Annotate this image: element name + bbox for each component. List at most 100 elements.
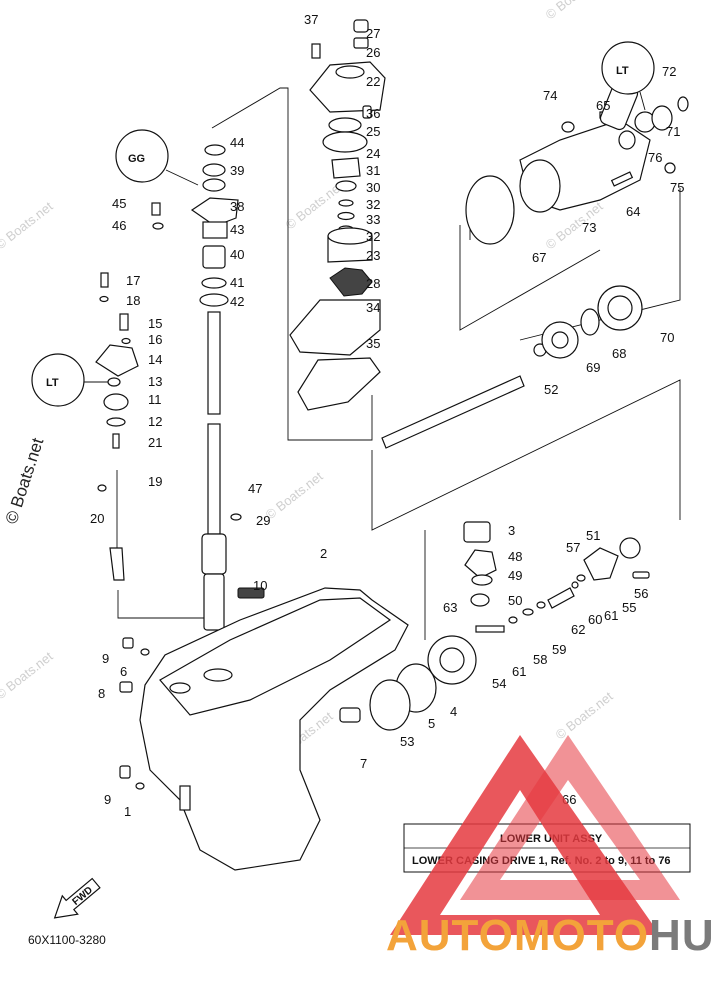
part-number-label: 48 (508, 549, 522, 564)
drive-shaft (201, 311, 242, 631)
part-number-label: 74 (543, 88, 557, 103)
part-number-label: 46 (112, 218, 126, 233)
part-number-label: 21 (148, 435, 162, 450)
drawing-code: 60X1100-3280 (28, 933, 106, 947)
part-number-label: 72 (662, 64, 676, 79)
sealant-gg-icon (601, 41, 655, 95)
part-number-label: 69 (586, 360, 600, 375)
part-number-label: 7 (360, 756, 367, 771)
part-number-label: 23 (366, 248, 380, 263)
part-number-label: 52 (544, 382, 558, 397)
part-number-label: 36 (366, 106, 380, 121)
part-number-label: 51 (586, 528, 600, 543)
part-number-label: 37 (304, 12, 318, 27)
part-number-label: 60 (588, 612, 602, 627)
watermark: © Boats.net (553, 688, 616, 742)
part-number-label: 27 (366, 26, 380, 41)
part-number-label: 73 (582, 220, 596, 235)
lower-casing (119, 587, 409, 871)
sealant-code: LT (616, 65, 629, 77)
part-number-label: 25 (366, 124, 380, 139)
side-watermark: © Boats.net (2, 435, 48, 526)
part-number-label: 9 (102, 651, 109, 666)
part-number-label: 20 (90, 511, 104, 526)
part-number-label: 5 (428, 716, 435, 731)
part-number-label: 57 (566, 540, 580, 555)
brand-name-part1: AUTOMOTO (386, 911, 649, 960)
part-number-label: 4 (450, 704, 457, 719)
fwd-arrow-icon: FWD (53, 877, 101, 919)
part-number-label: 65 (596, 98, 610, 113)
part-number-label: 54 (492, 676, 506, 691)
part-number-label: 33 (366, 212, 380, 227)
part-number-label: 62 (571, 622, 585, 637)
part-number-label: 26 (366, 45, 380, 60)
gear-cluster (339, 521, 650, 731)
part-number-label: 58 (533, 652, 547, 667)
part-number-label: 3 (508, 523, 515, 538)
watermark: © Boats.net (0, 198, 56, 252)
part-number-label: 47 (248, 481, 262, 496)
part-number-label: 43 (230, 222, 244, 237)
part-number-label: 15 (148, 316, 162, 331)
water-pump-group (289, 19, 386, 411)
sealant-lt-icon (31, 353, 85, 407)
part-number-label: 8 (98, 686, 105, 701)
part-number-label: 9 (104, 792, 111, 807)
part-number-label: 38 (230, 199, 244, 214)
brand-logo: AUTOMOTOHUB (386, 735, 714, 960)
part-number-label: 49 (508, 568, 522, 583)
part-number-label: 18 (126, 293, 140, 308)
sealant-gg-icon (115, 129, 169, 183)
part-number-label: 44 (230, 135, 244, 150)
part-number-label: 76 (648, 150, 662, 165)
part-number-label: 35 (366, 336, 380, 351)
part-number-label: 19 (148, 474, 162, 489)
left-parts (95, 144, 239, 581)
part-number-label: 40 (230, 247, 244, 262)
part-number-label: 13 (148, 374, 162, 389)
watermark: © Boats.net (0, 648, 56, 702)
part-number-label: 28 (366, 276, 380, 291)
part-number-label: 32 (366, 229, 380, 244)
part-number-label: 16 (148, 332, 162, 347)
part-number-label: 30 (366, 180, 380, 195)
part-number-label: 61 (604, 608, 618, 623)
part-number-label: 71 (666, 124, 680, 139)
propeller-shaft (381, 343, 547, 449)
part-number-label: 14 (148, 352, 162, 367)
sealant-code: GG (128, 153, 145, 165)
watermark: © Boats.net (263, 468, 326, 522)
part-number-label: 45 (112, 196, 126, 211)
part-labels: 3727262236252431303233322328343544393843… (90, 12, 684, 819)
sealant-symbols: GG LT LT (31, 41, 655, 407)
frame-lines (117, 87, 681, 640)
part-number-label: 68 (612, 346, 626, 361)
part-number-label: 75 (670, 180, 684, 195)
part-number-label: 59 (552, 642, 566, 657)
part-number-label: 70 (660, 330, 674, 345)
part-number-label: 11 (148, 392, 162, 407)
part-number-label: 24 (366, 146, 380, 161)
part-number-label: 56 (634, 586, 648, 601)
part-number-label: 12 (148, 414, 162, 429)
part-number-label: 22 (366, 74, 380, 89)
part-number-label: 2 (320, 546, 327, 561)
part-number-label: 63 (443, 600, 457, 615)
part-number-label: 31 (366, 163, 380, 178)
part-number-label: 67 (532, 250, 546, 265)
part-number-label: 10 (253, 578, 267, 593)
part-number-label: 42 (230, 294, 244, 309)
part-number-label: 1 (124, 804, 131, 819)
part-number-label: 29 (256, 513, 270, 528)
part-number-label: 61 (512, 664, 526, 679)
part-number-label: 55 (622, 600, 636, 615)
part-number-label: 34 (366, 300, 380, 315)
watermark: © Boats.net (543, 0, 606, 22)
svg-text:AUTOMOTOHUB: AUTOMOTOHUB (386, 911, 714, 960)
part-number-label: 39 (230, 163, 244, 178)
part-number-label: 17 (126, 273, 140, 288)
part-number-label: 53 (400, 734, 414, 749)
part-number-label: 64 (626, 204, 640, 219)
